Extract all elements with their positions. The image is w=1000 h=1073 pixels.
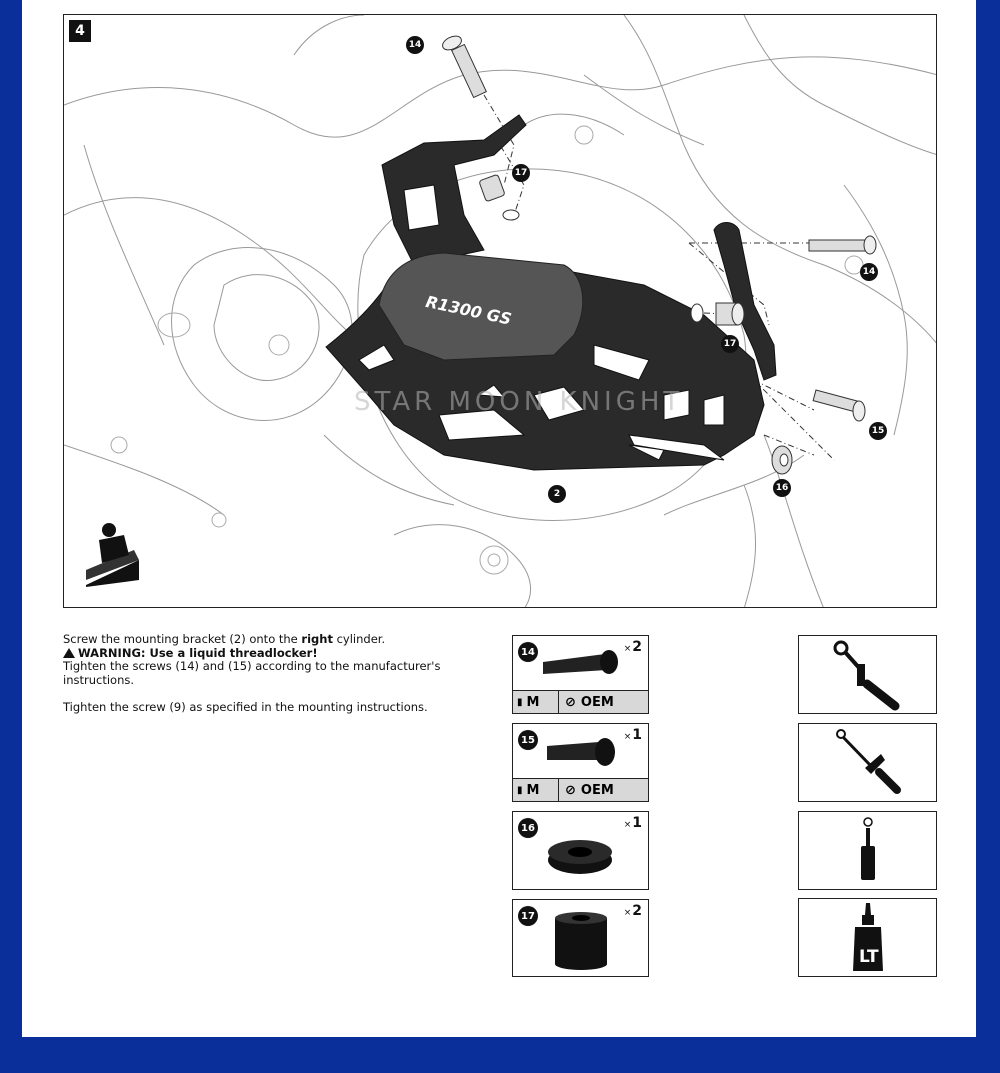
callout-2: 2 [548,485,566,503]
washer-icon [548,840,612,874]
threadlocker-drop-icon: ▮ [517,696,523,708]
tool-card-hex-key [798,811,937,890]
motorcycle-outline [64,15,936,607]
tool-card-threadlocker: LT [798,898,937,977]
spacer-17-top [479,174,520,221]
callout-16: 16 [773,479,791,497]
plate-cutouts [358,344,725,461]
bolt-14-top [442,35,487,99]
tool-card-ratchet [798,635,937,714]
side-bracket [713,222,777,381]
threadlocker-label: LT [859,947,879,967]
tool-card-torque-wrench [798,723,937,802]
part-quantity: ×2 [623,903,642,919]
short-bolt-icon [547,738,615,766]
instruction-line-1: Screw the mounting bracket (2) onto the … [63,632,386,646]
warning-line: WARNING: Use a liquid threadlocker! [63,646,503,661]
assembly-figure: 4 [63,14,937,608]
footer-band [0,1037,1000,1073]
instruction-text: Screw the mounting bracket (2) onto the … [63,632,503,715]
part-card-15: 15 ×1 ▮M ⊘OEM [512,723,649,802]
step-number: 4 [69,20,91,42]
spacer-17-right [690,302,745,326]
part-quantity: ×1 [623,815,642,831]
bolt-15 [812,389,866,422]
part-quantity: ×2 [623,639,642,655]
engine-details [110,125,864,575]
callout-15: 15 [869,422,887,440]
part-number: 17 [518,906,538,926]
torque-icon: ⊘ [565,782,576,798]
part-card-17: 17 ×2 [512,899,649,977]
torque-icon: ⊘ [565,694,576,710]
warning-icon [63,647,75,658]
instruction-line-3: Tighten the screws (14) and (15) accordi… [63,659,441,687]
threadlocker-drop-icon: ▮ [517,784,523,796]
callout-17-top: 17 [512,164,530,182]
spec-row: ▮M ⊘OEM [513,778,648,801]
part-number: 16 [518,818,538,838]
instruction-line-4: Tighten the screw (9) as specified in th… [63,700,428,714]
callout-14-top: 14 [406,36,424,54]
assembly-drawing: R1300 GS [64,15,936,607]
callout-14-right: 14 [860,263,878,281]
washer-16 [771,445,793,475]
part-card-16: 16 ×1 [512,811,649,890]
part-number: 15 [518,730,538,750]
ratchet-screwdriver-icon [833,640,900,711]
instruction-sheet: 4 [22,0,976,1037]
torque-wrench-icon [836,729,901,794]
mechanic-icon [86,523,139,587]
spacer-icon [555,912,607,970]
watermark: STAR MOON KNIGHT [354,387,684,417]
callout-17-right: 17 [721,335,739,353]
bolt-14-right [808,235,877,255]
hex-key-icon [861,817,875,880]
part-quantity: ×1 [623,727,642,743]
spec-row: ▮M ⊘OEM [513,690,648,713]
assembly-lines [483,94,835,461]
long-bolt-icon [543,650,618,674]
threadlocker-bottle-icon: LT [853,903,883,971]
part-card-14: 14 ×2 ▮M ⊘OEM [512,635,649,714]
part-number: 14 [518,642,538,662]
